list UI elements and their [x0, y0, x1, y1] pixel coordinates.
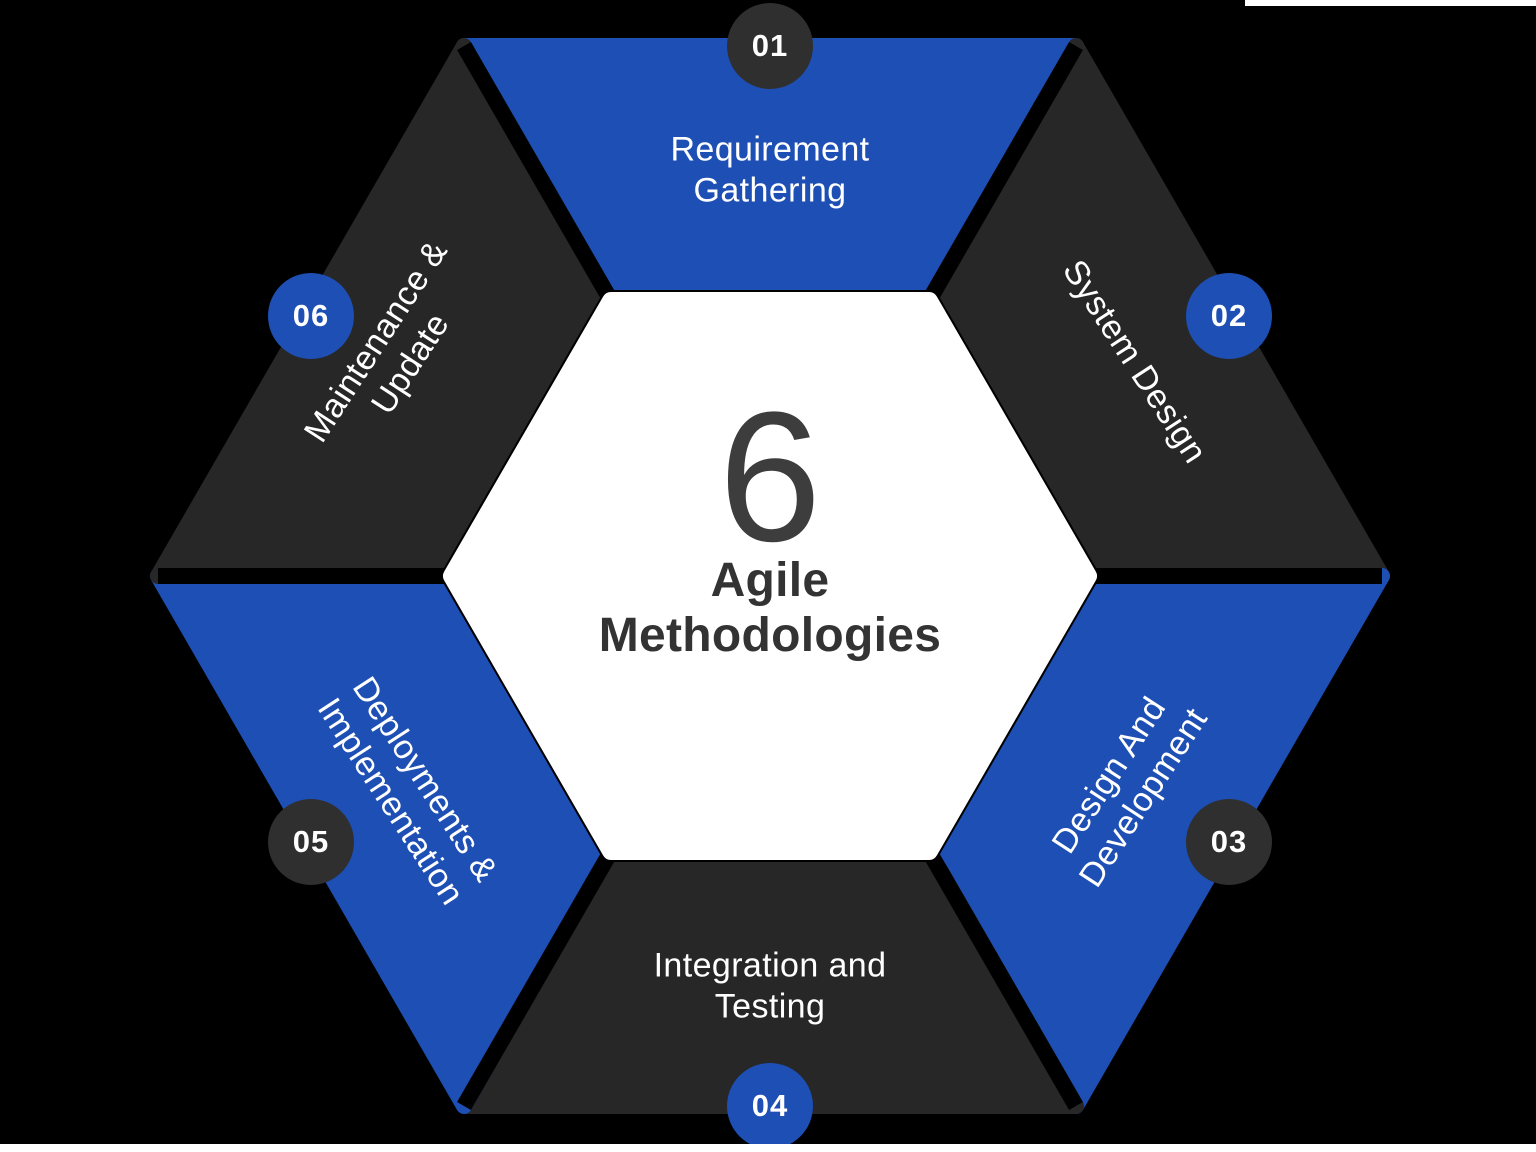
badge-02: 02	[1186, 273, 1272, 359]
badge-03: 03	[1186, 799, 1272, 885]
badge-05: 05	[268, 799, 354, 885]
badge-01-number: 01	[751, 28, 789, 63]
center-title: Agile Methodologies	[598, 553, 942, 662]
segment-label-integration-and-testing: Integration and Testing	[653, 946, 887, 1026]
badge-05-number: 05	[292, 824, 330, 859]
page-edge-strip-bottom	[0, 1144, 1536, 1152]
badge-01: 01	[727, 3, 813, 89]
badge-06: 06	[268, 273, 354, 359]
segment-label-requirement-gathering: Requirement Gathering	[670, 130, 870, 210]
center-hexagon	[443, 292, 1097, 860]
badge-04-number: 04	[751, 1088, 789, 1123]
page-edge-strip-top-right	[1245, 0, 1536, 6]
badge-03-number: 03	[1210, 824, 1248, 859]
center-count: 6	[718, 374, 822, 581]
badge-06-number: 06	[292, 298, 330, 333]
badge-04: 04	[727, 1063, 813, 1149]
badge-02-number: 02	[1210, 298, 1248, 333]
